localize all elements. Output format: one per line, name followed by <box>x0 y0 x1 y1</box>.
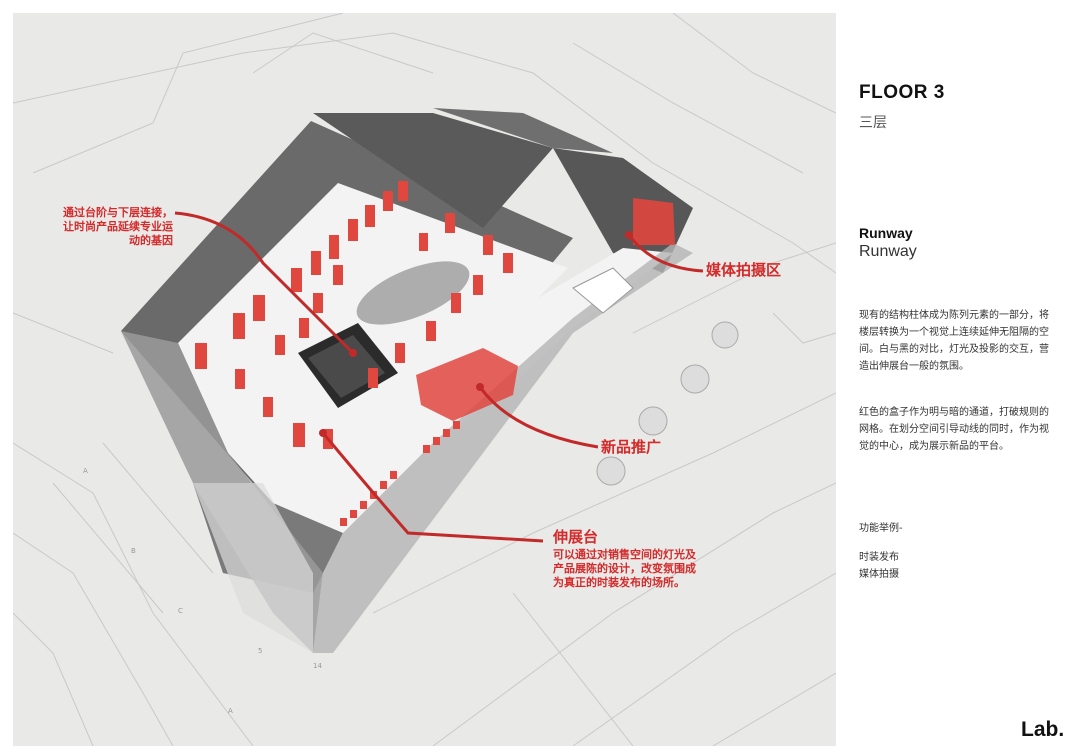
callout-stairs: 通过台阶与下层连接， 让时尚产品延续专业运 动的基因 <box>63 206 173 247</box>
section-subtitle: Runway <box>859 243 917 260</box>
callout-runway-desc: 可以通过对销售空间的灯光及 产品展陈的设计，改变氛围成 为真正的时装发布的场所。 <box>553 548 696 589</box>
callout-points <box>319 231 633 437</box>
description-paragraph-1: 现有的结构柱体成为陈列元素的一部分，将楼层转换为一个视觉上连续延伸无阻隔的空间。… <box>859 310 1049 372</box>
function-item: 媒体拍摄 <box>859 569 899 580</box>
svg-text:5: 5 <box>258 647 262 655</box>
floor-render: A B C A 5 14 <box>13 13 836 746</box>
callout-runway-title: 伸展台 <box>553 528 599 546</box>
section-title: Runway <box>859 225 913 241</box>
svg-text:B: B <box>131 547 136 555</box>
blueprint-lines <box>13 13 836 746</box>
brand-logo: Lab. <box>1021 718 1065 741</box>
callout-leaders <box>174 211 704 543</box>
description-paragraph-2: 红色的盒子作为明与暗的通道，打破规则的网格。在划分空间引导动线的同时，作为视觉的… <box>859 407 1049 452</box>
functions-list: 时装发布 媒体拍摄 <box>859 549 1069 583</box>
callout-new-product: 新品推广 <box>601 438 662 456</box>
svg-text:14: 14 <box>313 662 322 670</box>
isometric-floor-model: A B C A 5 14 <box>13 13 836 746</box>
svg-text:A: A <box>228 707 233 715</box>
svg-text:A: A <box>83 467 88 475</box>
function-item: 时装发布 <box>859 552 899 563</box>
svg-text:C: C <box>178 607 183 615</box>
page-subtitle: 三层 <box>859 115 887 131</box>
callout-media-area: 媒体拍摄区 <box>706 261 782 279</box>
functions-label: 功能举例- <box>859 523 903 534</box>
page-title: FLOOR 3 <box>859 82 945 103</box>
